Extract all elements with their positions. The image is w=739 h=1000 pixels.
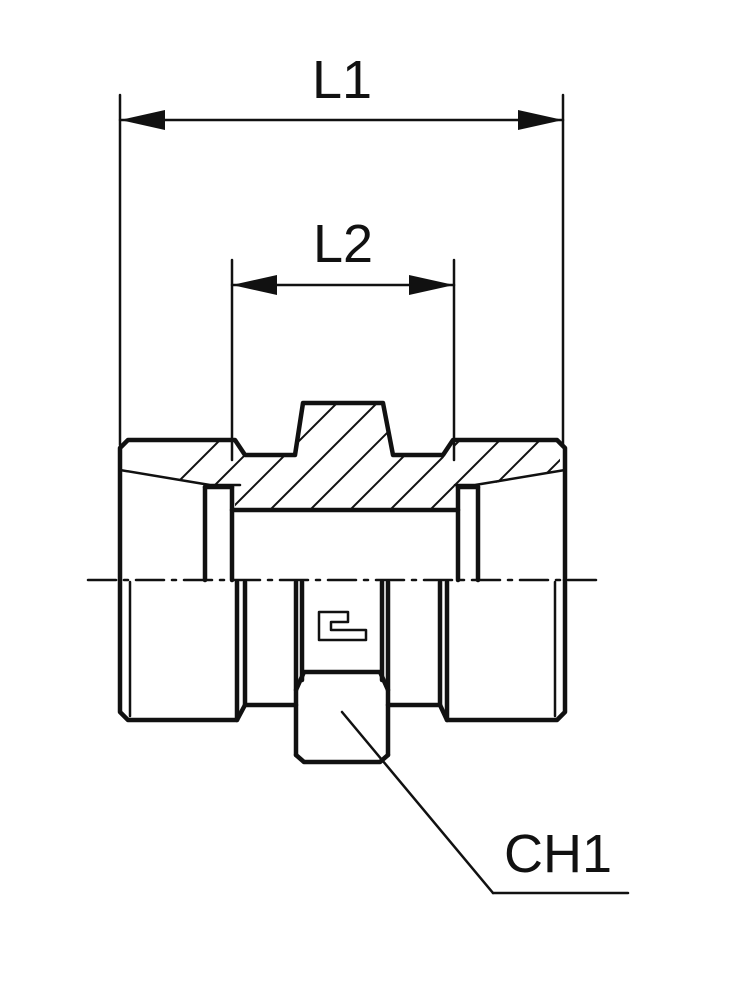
arrowhead-icon [518,110,563,130]
arrowhead-icon [232,275,277,295]
dimension-l1: L1 [118,50,565,447]
leader-ch1: CH1 [340,710,630,895]
arrowhead-icon [409,275,454,295]
dimension-l2: L2 [230,214,456,462]
dimension-label-ch1: CH1 [504,824,612,884]
manufacturer-logo-icon [317,610,368,642]
dimension-label-l1: L1 [312,50,372,110]
section-outline [117,400,568,583]
arrowhead-icon [120,110,165,130]
dimension-label-l2: L2 [313,214,373,274]
external-view [117,577,568,765]
